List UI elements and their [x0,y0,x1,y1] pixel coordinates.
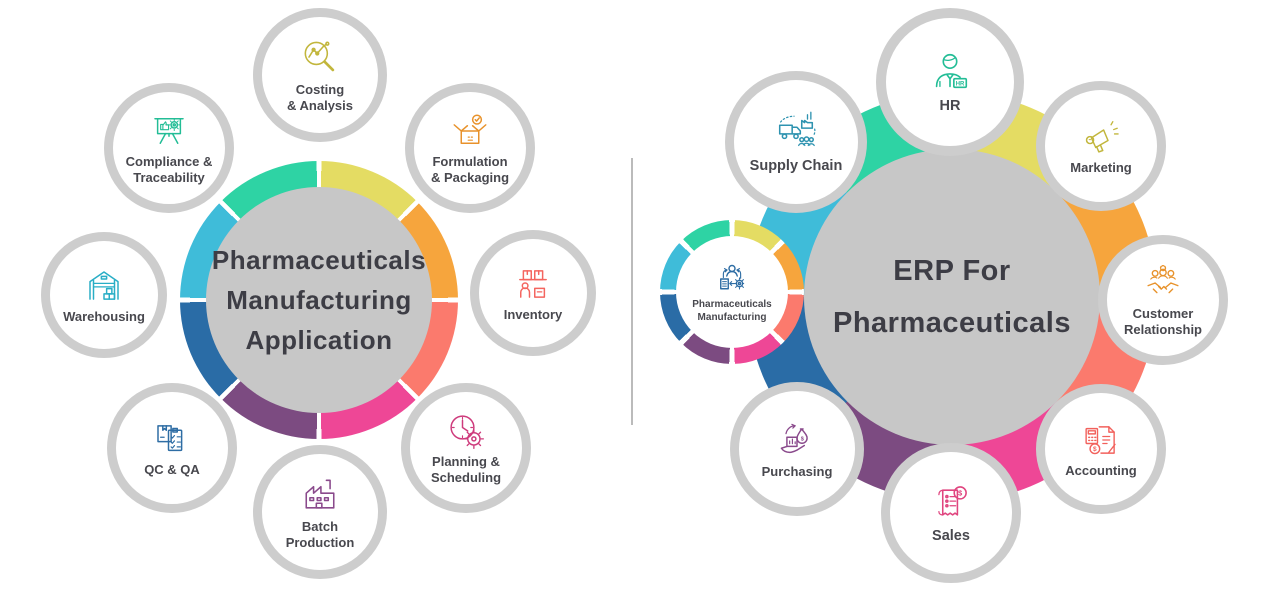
node-label: Warehousing [63,308,145,324]
shelf-boxes-worker-icon [510,263,556,305]
node-label: Planning & Scheduling [430,453,502,485]
node-batch-production: Batch Production [253,445,387,579]
megaphone-icon [1078,116,1124,158]
node-planning-scheduling: Planning & Scheduling [401,383,531,513]
node-label: Inventory [503,306,563,322]
calculator-invoice-icon: $ [1078,419,1124,461]
node-formulation-packaging: Formulation & Packaging [405,83,535,213]
left-title-line-2: Manufacturing [226,285,412,315]
node-costing-analysis: Costing & Analysis [253,8,387,142]
node-customer-relationship: Customer Relationship [1098,235,1228,365]
node-label: Formulation & Packaging [430,153,510,185]
node-sales: $ Sales [881,443,1021,583]
box-checklist-icon [149,418,195,460]
warehouse-icon [81,265,127,307]
right-center-circle: ERP For Pharmaceuticals [804,149,1100,445]
node-label: Costing & Analysis [287,81,353,113]
svg-text:$: $ [1093,446,1097,453]
node-qc-qa: QC & QA [107,383,237,513]
left-center-circle: Pharmaceuticals Manufacturing Applicatio… [206,187,432,413]
node-label: QC & QA [144,461,200,477]
hand-moneybag-icon: $ [773,418,821,462]
open-box-check-icon [447,110,493,152]
node-label: Purchasing [761,463,833,479]
magnifier-chart-icon [296,36,344,80]
node-label: HR [939,97,961,114]
clock-gear-icon [443,410,489,452]
svg-text:$: $ [958,489,962,498]
right-title-line-2: Pharmaceuticals [832,307,1071,339]
svg-text:HR: HR [956,81,965,87]
node-label: Pharmaceuticals Manufacturing [692,298,772,323]
left-title-line-1: Pharmaceuticals [211,245,427,275]
factory-icon [296,473,344,517]
node-supply-chain: Supply Chain [725,71,867,213]
employee-badge-icon: HR [924,49,976,95]
node-label: Compliance & Traceability [125,153,213,185]
svg-text:$: $ [801,436,804,442]
mini-white-circle: Pharmaceuticals Manufacturing [676,236,788,348]
left-title-line-3: Application [245,325,393,355]
node-warehousing: Warehousing [41,232,167,358]
node-marketing: Marketing [1036,81,1166,211]
node-label: Accounting [1065,462,1137,478]
node-label: Supply Chain [749,157,843,174]
presentation-approval-icon [146,110,192,152]
node-label: Batch Production [285,518,355,550]
right-title-line-1: ERP For [893,255,1011,287]
node-hr: HR HR [876,8,1024,156]
node-purchasing: $ Purchasing [730,382,864,516]
node-inventory: Inventory [470,230,596,356]
logistics-network-icon [770,109,822,155]
production-cycle-icon [712,261,752,297]
node-label: Sales [932,527,970,544]
node-accounting: $ Accounting [1036,384,1166,514]
receipt-dollar-icon: $ [927,481,975,525]
node-label: Customer Relationship [1123,305,1202,337]
node-label: Marketing [1070,159,1132,175]
handshake-team-icon [1140,262,1186,304]
node-pharmaceuticals-manufacturing: Pharmaceuticals Manufacturing [660,220,804,364]
divider-line [631,158,633,425]
node-compliance-traceability: Compliance & Traceability [104,83,234,213]
